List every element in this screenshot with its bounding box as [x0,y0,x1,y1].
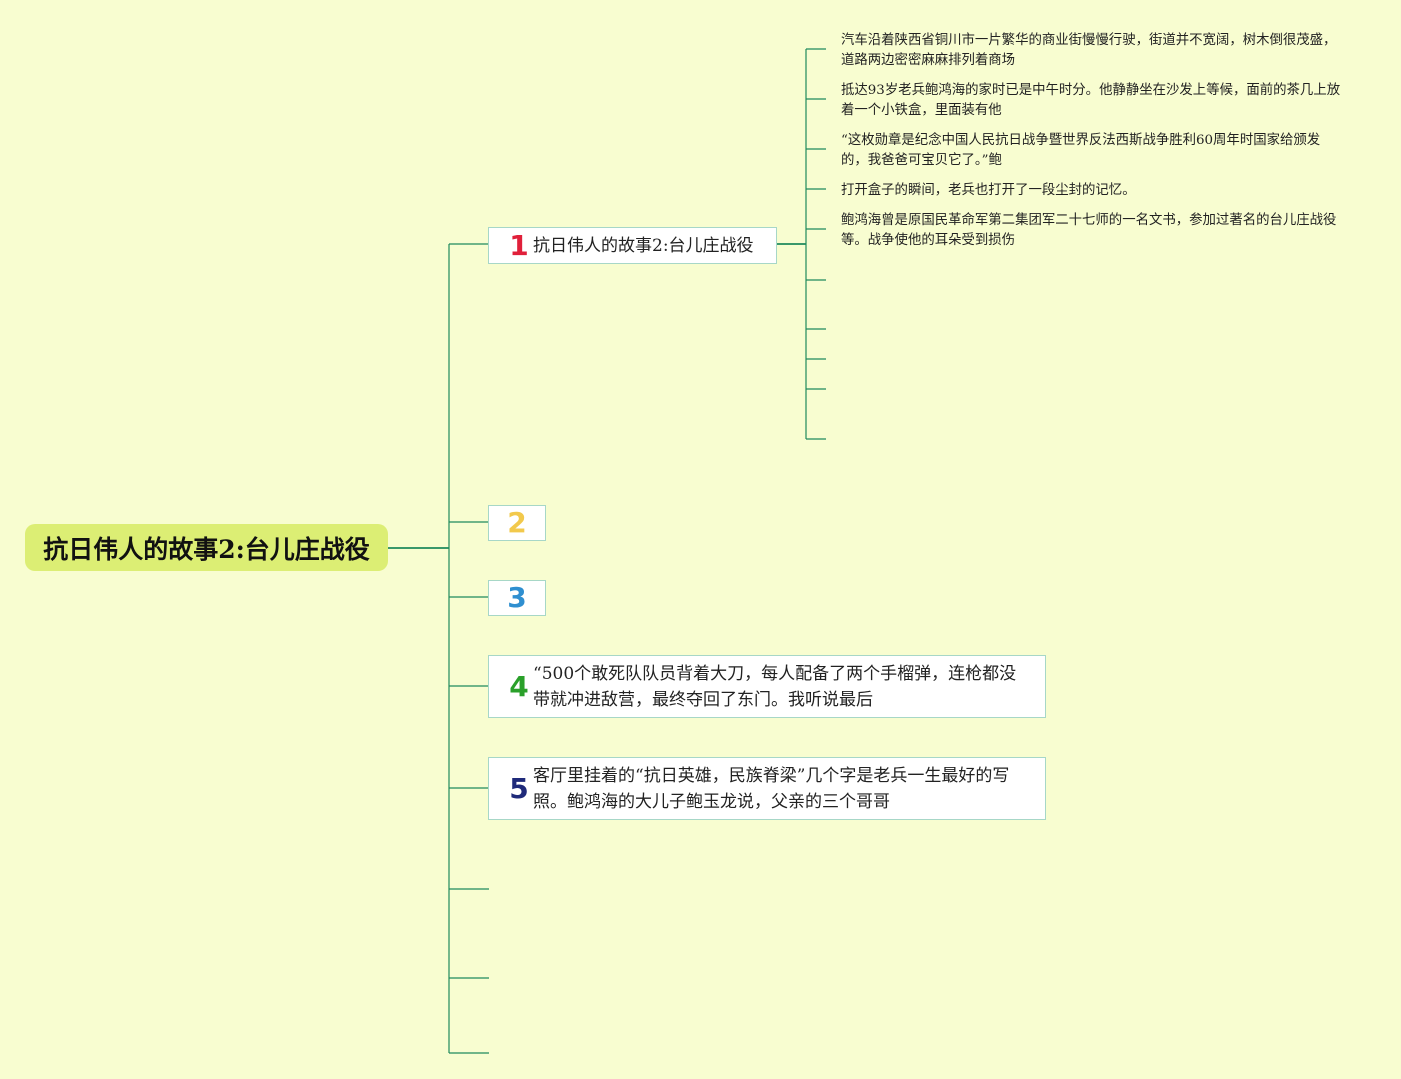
branch-number-4: 4 [509,669,529,703]
leaf-text-4: 打开盒子的瞬间，老兵也打开了一段尘封的记忆。 [841,183,1136,198]
branch-number-1: 1 [509,228,529,262]
branch-number-2: 2 [507,506,527,539]
branch-number-3: 3 [507,581,527,614]
branch-text-4: “500个敢死队队员背着大刀，每人配备了两个手榴弹，连枪都没带就冲进敌营，最终夺… [533,663,1017,710]
leaf-text-5: 鲍鸿海曾是原国民革命军第二集团军二十七师的一名文书，参加过著名的台儿庄战役等。战… [841,213,1337,248]
branch-node-3[interactable]: 3 [488,580,546,616]
root-topic[interactable]: 抗日伟人的故事2:台儿庄战役 [25,524,388,571]
branch-node-5[interactable]: 5 客厅里挂着的“抗日英雄，民族脊梁”几个字是老兵一生最好的写照。鲍鸿海的大儿子… [488,757,1046,820]
branch-node-4[interactable]: 4 “500个敢死队队员背着大刀，每人配备了两个手榴弹，连枪都没带就冲进敌营，最… [488,655,1046,718]
leaf-text-3: “这枚勋章是纪念中国人民抗日战争暨世界反法西斯战争胜利60周年时国家给颁发的，我… [841,133,1321,168]
branch-number-5: 5 [509,771,529,805]
branch-node-2[interactable]: 2 [488,505,546,541]
branch-text-5: 客厅里挂着的“抗日英雄，民族脊梁”几个字是老兵一生最好的写照。鲍鸿海的大儿子鲍玉… [533,765,1010,812]
branch-text-1: 抗日伟人的故事2:台儿庄战役 [533,235,754,256]
leaf-text-2: 抵达93岁老兵鲍鸿海的家时已是中午时分。他静静坐在沙发上等候，面前的茶几上放着一… [841,83,1341,118]
leaf-text-1: 汽车沿着陕西省铜川市一片繁华的商业街慢慢行驶，街道并不宽阔，树木倒很茂盛，道路两… [841,33,1337,68]
root-title: 抗日伟人的故事2:台儿庄战役 [43,534,370,564]
branch-node-1[interactable]: 1 抗日伟人的故事2:台儿庄战役 [488,227,777,264]
